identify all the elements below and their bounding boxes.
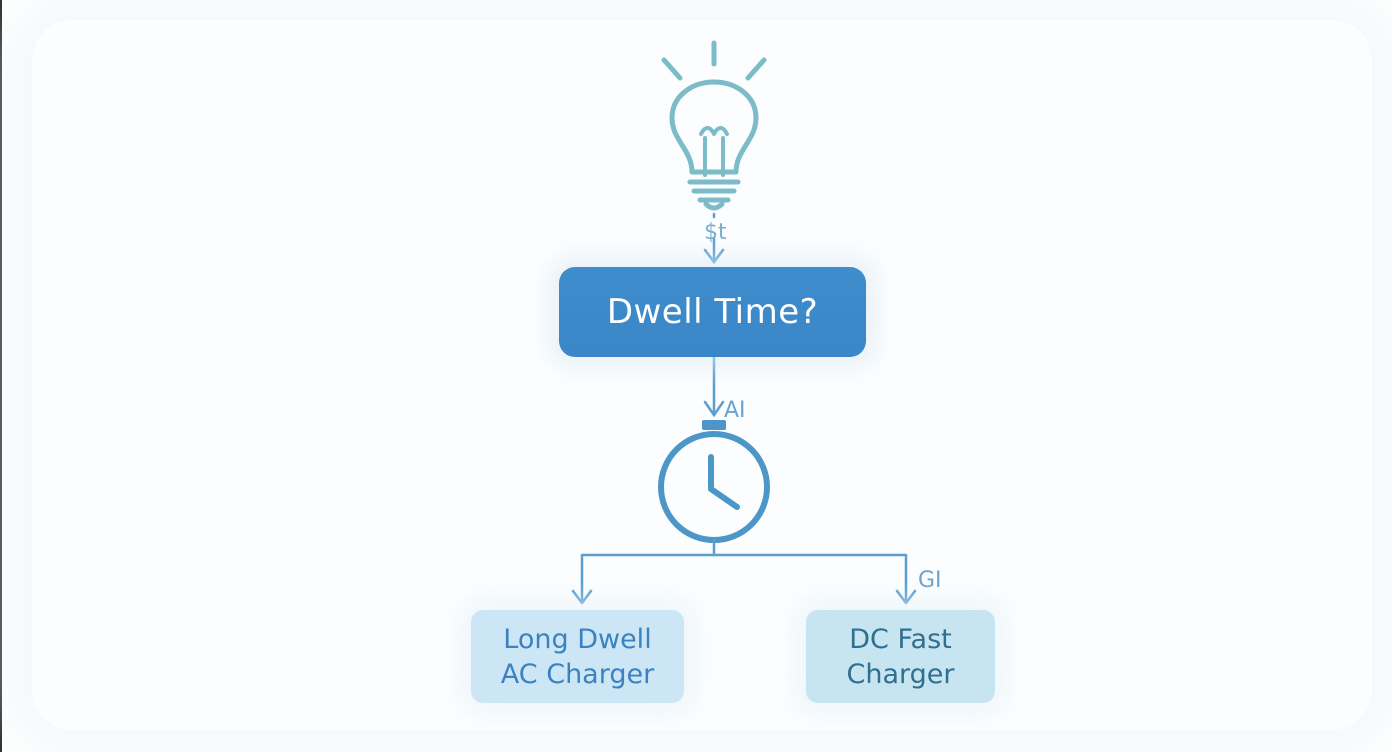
option-ac-line2: AC Charger	[500, 658, 655, 690]
option-dc-line2: Charger	[846, 658, 955, 690]
background-card	[32, 20, 1372, 730]
decision-node-dwell-time: Dwell Time?	[559, 267, 866, 357]
edge-bulb-to-decision	[703, 212, 725, 265]
edge-branch	[571, 538, 917, 605]
edge-label-top: $t	[704, 220, 727, 245]
lightbulb-icon	[661, 40, 767, 211]
stopwatch-icon	[658, 420, 770, 543]
decision-node-label: Dwell Time?	[606, 292, 819, 332]
edge-label-middle: AI	[724, 398, 746, 423]
option-dc-line1: DC Fast	[849, 623, 952, 655]
edge-label-right: GI	[918, 568, 942, 593]
option-node-ac-charger: Long Dwell AC Charger	[471, 610, 684, 703]
option-node-dc-fast-charger: DC Fast Charger	[806, 610, 995, 703]
option-ac-line1: Long Dwell	[503, 623, 652, 655]
edge-decision-to-stopwatch	[703, 355, 725, 418]
